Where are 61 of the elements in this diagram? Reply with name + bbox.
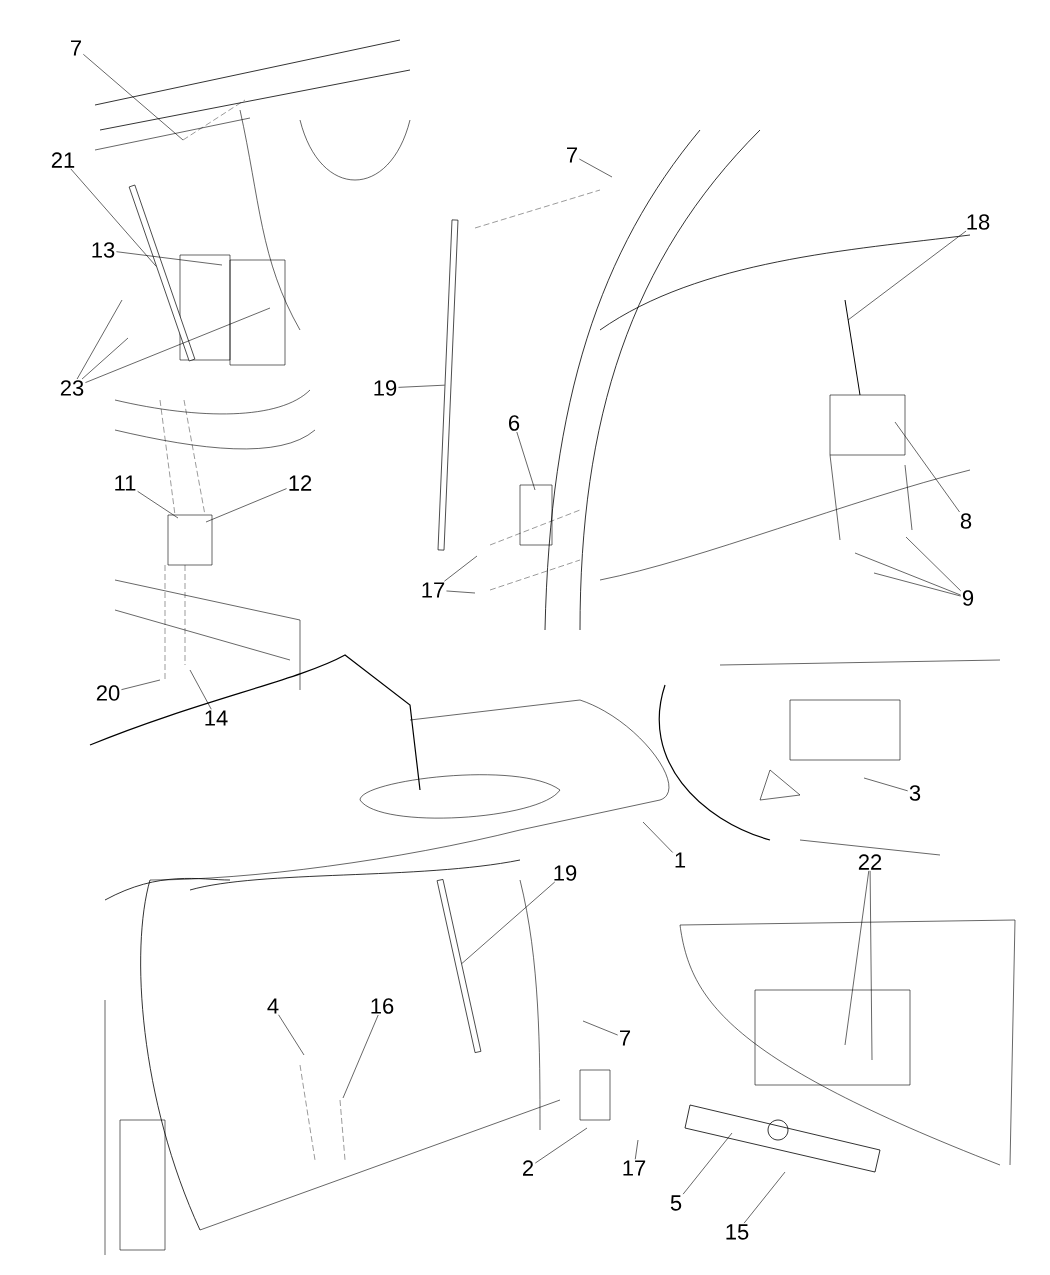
leader-line xyxy=(76,299,123,380)
callout-number: 17 xyxy=(422,582,445,598)
leader-line xyxy=(682,1132,733,1195)
leader-line xyxy=(398,384,445,388)
callout-number: 8 xyxy=(960,513,972,529)
leader-line xyxy=(342,1014,379,1099)
leader-line xyxy=(116,251,223,266)
leader-line xyxy=(121,679,161,690)
callout-number: 23 xyxy=(60,380,84,396)
leader-line xyxy=(582,1020,618,1036)
callout-number: 7 xyxy=(71,40,81,56)
callout-number: 3 xyxy=(909,785,921,801)
callout-number: 9 xyxy=(962,590,974,606)
leader-line xyxy=(847,230,967,321)
callout-number: 22 xyxy=(858,854,882,870)
leader-line xyxy=(444,555,478,582)
leader-line xyxy=(446,590,476,594)
callout-number: 4 xyxy=(267,998,279,1014)
leader-line xyxy=(873,572,961,597)
leader-line xyxy=(743,1171,786,1224)
leader-line xyxy=(81,337,129,380)
callout-number: 19 xyxy=(554,865,577,881)
callout-number: 5 xyxy=(670,1195,682,1211)
callout-number: 19 xyxy=(374,380,397,396)
callout-number: 12 xyxy=(289,475,312,491)
callout-number: 1 xyxy=(675,852,686,868)
leader-line xyxy=(83,54,184,141)
callout-number: 7 xyxy=(620,1030,630,1046)
leader-line xyxy=(869,870,873,1061)
leader-line xyxy=(278,1014,305,1056)
leader-line xyxy=(516,431,536,491)
leader-line xyxy=(70,168,157,267)
callout-number: 2 xyxy=(523,1160,533,1176)
callout-number: 14 xyxy=(205,710,228,726)
leader-line xyxy=(634,1139,639,1160)
callout-number: 20 xyxy=(96,685,120,701)
callout-number: 21 xyxy=(51,152,75,168)
leader-line xyxy=(189,669,212,710)
callout-number: 11 xyxy=(115,475,136,491)
callout-number: 15 xyxy=(726,1224,749,1240)
callout-number: 16 xyxy=(371,998,394,1014)
callout-number: 18 xyxy=(967,214,990,230)
callout-number: 7 xyxy=(567,147,577,163)
leader-line xyxy=(642,821,673,853)
leader-line xyxy=(205,488,287,523)
gas-strut xyxy=(437,219,459,551)
gas-strut xyxy=(436,879,482,1053)
leader-line xyxy=(894,421,960,513)
leader-line xyxy=(844,870,870,1046)
leader-line xyxy=(863,777,908,792)
leader-line xyxy=(905,536,961,592)
leader-line xyxy=(137,491,179,519)
leader-line xyxy=(854,552,961,596)
callout-number: 6 xyxy=(509,415,520,431)
leader-line xyxy=(535,1127,588,1164)
leader-line xyxy=(579,158,613,178)
callout-number: 17 xyxy=(623,1160,646,1176)
gas-strut xyxy=(128,184,196,362)
leader-line xyxy=(461,881,556,964)
callout-number: 13 xyxy=(92,242,115,258)
leader-line xyxy=(85,307,271,383)
